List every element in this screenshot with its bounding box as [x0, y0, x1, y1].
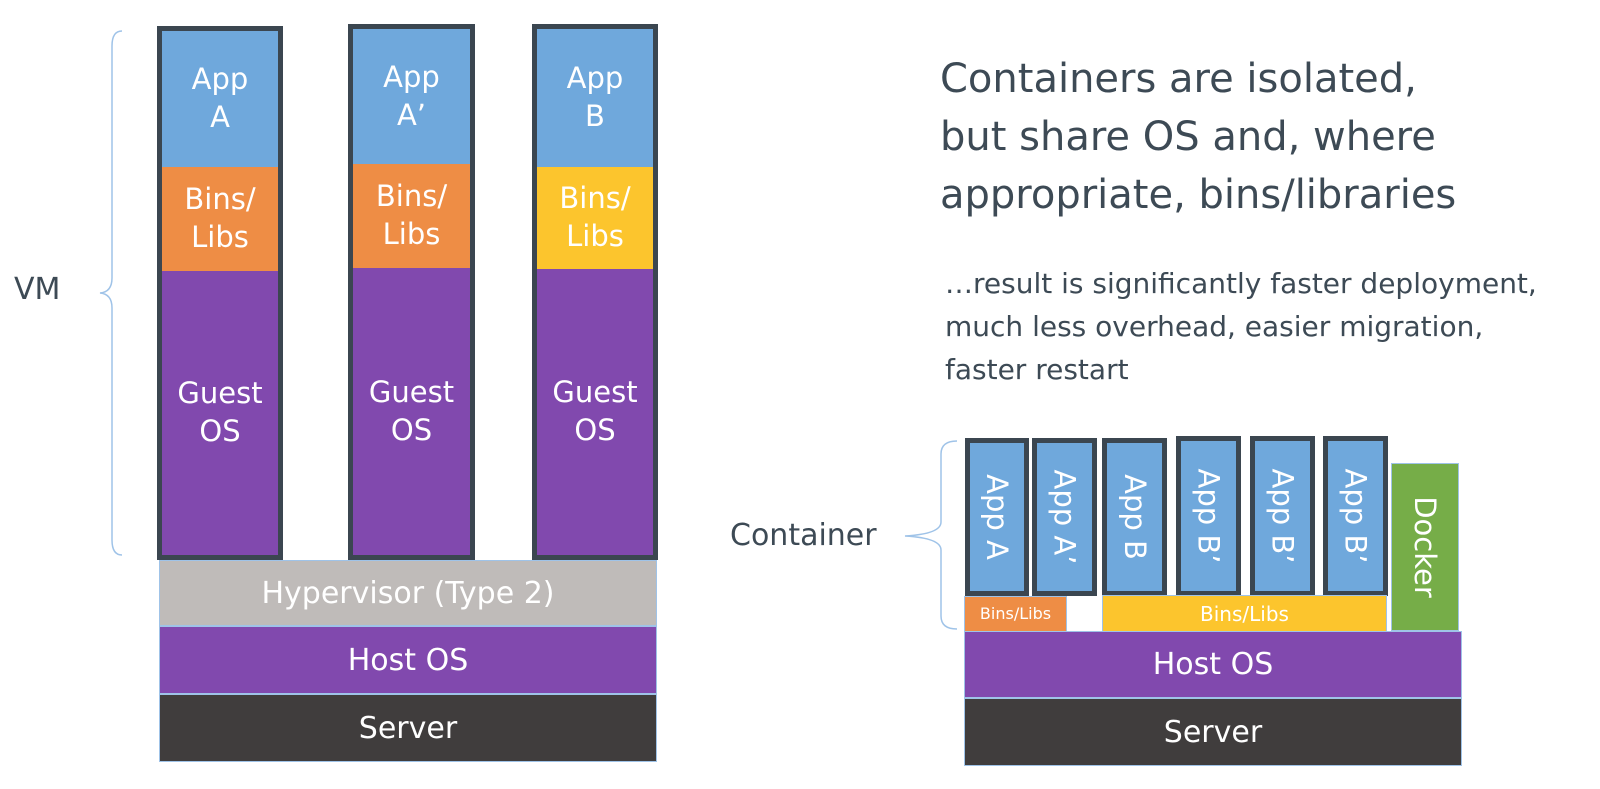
app-a-prime-block: App A’ — [353, 29, 470, 164]
guest-os-block: Guest OS — [162, 271, 278, 555]
app-b-block: App B — [537, 29, 653, 167]
container-app-b-prime-2: App B’ — [1250, 436, 1315, 596]
vm-column-2: App A’ Bins/ Libs Guest OS — [348, 24, 475, 560]
guest-os-block: Guest OS — [537, 269, 653, 555]
container-app-label: App B — [1117, 474, 1152, 560]
container-app-b-prime-1: App B’ — [1176, 436, 1241, 596]
vm-column-1: App A Bins/ Libs Guest OS — [157, 26, 283, 560]
container-bins-libs-b: Bins/Libs — [1102, 595, 1387, 633]
container-brace — [904, 440, 958, 630]
vm-server-layer: Server — [159, 694, 657, 762]
container-app-label: App B’ — [1191, 468, 1226, 564]
vm-column-3: App B Bins/ Libs Guest OS — [532, 24, 658, 560]
container-label: Container — [730, 518, 877, 553]
container-app-label: App B’ — [1338, 468, 1373, 564]
vm-brace — [99, 30, 123, 556]
hypervisor-layer: Hypervisor (Type 2) — [159, 560, 657, 626]
guest-os-block: Guest OS — [353, 268, 470, 555]
container-server-layer: Server — [964, 698, 1462, 766]
headline: Containers are isolated, but share OS an… — [940, 56, 1457, 218]
container-app-a-prime: App A’ — [1032, 438, 1097, 596]
container-app-a: App A — [965, 438, 1029, 596]
container-app-label: App B’ — [1265, 468, 1300, 564]
container-app-b-prime-3: App B’ — [1323, 436, 1388, 596]
docker-label: Docker — [1408, 496, 1443, 598]
vm-host-os-layer: Host OS — [159, 626, 657, 694]
container-bins-libs-a: Bins/Libs — [964, 596, 1067, 632]
vm-label: VM — [14, 272, 61, 307]
docker-engine-block: Docker — [1391, 463, 1459, 631]
subtext: …result is significantly faster deployme… — [945, 267, 1537, 386]
app-a-block: App A — [162, 31, 278, 167]
container-host-os-layer: Host OS — [964, 631, 1462, 698]
bins-libs-block: Bins/ Libs — [537, 167, 653, 269]
bins-libs-block: Bins/ Libs — [162, 167, 278, 271]
bins-libs-block: Bins/ Libs — [353, 164, 470, 268]
container-app-label: App A — [980, 474, 1014, 560]
container-app-label: App A’ — [1047, 469, 1082, 565]
container-app-b: App B — [1102, 438, 1167, 596]
